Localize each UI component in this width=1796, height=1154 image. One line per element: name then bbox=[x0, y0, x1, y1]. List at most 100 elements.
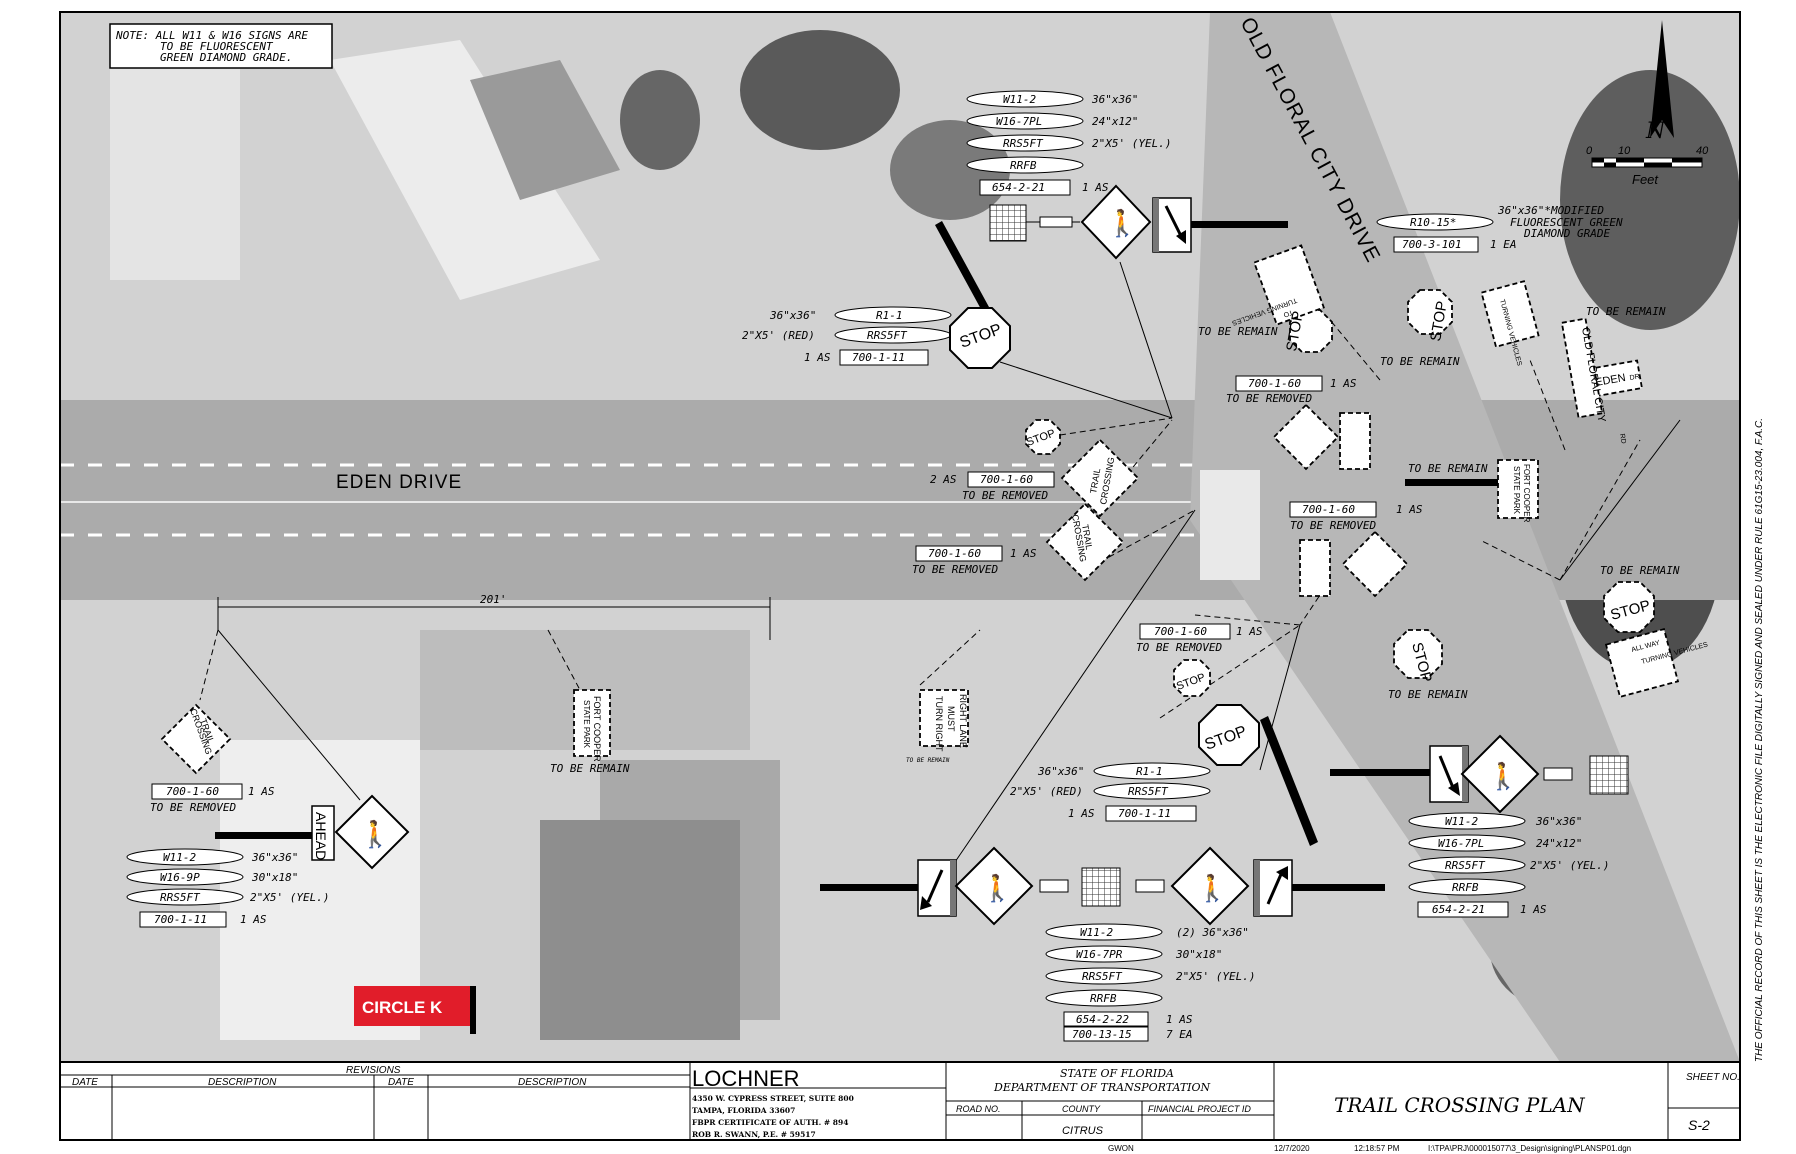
pedestrian-warning-icon bbox=[954, 846, 1034, 926]
dimension-201: 201' bbox=[217, 593, 771, 640]
pedestrian-figure-icon: 🚶 bbox=[1106, 208, 1138, 238]
pedestrian-warning-icon bbox=[1080, 184, 1152, 260]
sign-text: TRAIL bbox=[1080, 524, 1094, 551]
callout-size: 2"X5' (YEL.) bbox=[1176, 970, 1255, 983]
callout-status: TO BE REMOVED bbox=[962, 489, 1048, 502]
sign-assembly-west-ahead: AHEAD 🚶 bbox=[311, 794, 410, 870]
callout-west-ahead: W11-2 W16-9P RRS5FT 700-1-11 36"x36" 30"… bbox=[126, 848, 329, 928]
rrfb-grid-icon bbox=[1081, 867, 1121, 907]
callout-item: R1-1 bbox=[1136, 765, 1163, 778]
sign-text: MUST bbox=[946, 706, 956, 732]
rrfb-grid-icon bbox=[989, 204, 1027, 242]
sign-text: FORT COOPER bbox=[592, 696, 602, 762]
footer-user: GWON bbox=[1108, 1144, 1134, 1153]
callout-status: TO BE REMAIN bbox=[1408, 462, 1488, 475]
stop-sign-nw: STOP bbox=[949, 307, 1011, 369]
callout-item: 700-13-15 bbox=[1072, 1028, 1132, 1041]
sheet-no-heading: SHEET NO. bbox=[1686, 1072, 1740, 1083]
callout-size: 36"x36" bbox=[1535, 815, 1582, 828]
callout-note: 36"x36"*MODIFIED bbox=[1497, 204, 1604, 217]
callout-qty: 1 EA bbox=[1490, 238, 1517, 251]
callout-bottom-center: W11-2 W16-7PR RRS5FT RRFB 654-2-22 700-1… bbox=[1045, 923, 1255, 1042]
sheet-number: S-2 bbox=[1688, 1117, 1710, 1133]
callout-qty: 1 AS bbox=[1330, 377, 1357, 390]
revisions-heading: REVISIONS bbox=[346, 1065, 401, 1076]
callout-status: TO BE REMOVED bbox=[150, 801, 236, 814]
callout-item: RRS5FT bbox=[1128, 785, 1169, 798]
callout-item: 654-2-21 bbox=[992, 181, 1045, 194]
callout-item: RRFB bbox=[1090, 992, 1117, 1005]
callout-note: FLUORESCENT GREEN bbox=[1510, 216, 1623, 229]
street-eden-drive: EDEN DRIVE bbox=[336, 472, 462, 493]
callout-size: 30"x18" bbox=[1175, 948, 1222, 961]
callout-status: TO BE REMAIN bbox=[1198, 325, 1278, 338]
circle-k-logo: CIRCLE K bbox=[354, 986, 476, 1034]
department-heading: DEPARTMENT OF TRANSPORTATION bbox=[993, 1081, 1211, 1094]
sign-text: STATE PARK bbox=[1512, 466, 1521, 515]
sign-text: STOP bbox=[1283, 310, 1307, 353]
north-letter: N bbox=[1645, 119, 1666, 144]
callout-size: 1 AS bbox=[1166, 1013, 1193, 1026]
footer-date: 12/7/2020 bbox=[1274, 1144, 1310, 1153]
callout-item: RRS5FT bbox=[867, 329, 908, 342]
callout-qty: 1 AS bbox=[248, 785, 275, 798]
title-block: REVISIONS DATE DESCRIPTION DATE DESCRIPT… bbox=[59, 1061, 1741, 1141]
callout-item: 654-2-21 bbox=[1432, 903, 1485, 916]
pedestrian-warning-icon bbox=[1460, 734, 1540, 814]
note-line3: GREEN DIAMOND GRADE. bbox=[160, 51, 292, 64]
callout-item: RRFB bbox=[1452, 881, 1479, 894]
rev-date-heading: DATE bbox=[72, 1077, 98, 1088]
callout-top-center: W11-2 W16-7PL RRS5FT RRFB 654-2-21 36"x3… bbox=[966, 90, 1171, 196]
official-record-note: THE OFFICIAL RECORD OF THIS SHEET IS THE… bbox=[1754, 418, 1765, 1062]
county-value: CITRUS bbox=[1062, 1125, 1104, 1137]
callout-qty: 1 AS bbox=[1010, 547, 1037, 560]
callout-item: W11-2 bbox=[163, 851, 196, 864]
road-no-heading: ROAD NO. bbox=[956, 1104, 1001, 1114]
callout-note: DIAMOND GRADE bbox=[1523, 227, 1610, 240]
pedestrian-figure-icon: 🚶 bbox=[1487, 761, 1519, 791]
callout-qty: 1 AS bbox=[804, 351, 831, 364]
callout-size: 2"X5' (RED) bbox=[1010, 785, 1083, 798]
callout-qty: 1 AS bbox=[1396, 503, 1423, 516]
callout-stop-nw: 36"x36" R1-1 2"X5' (RED) RRS5FT 1 AS 700… bbox=[742, 306, 952, 366]
callout-size: 24"x12" bbox=[1092, 115, 1138, 128]
sign-text: TURN RIGHT bbox=[934, 696, 944, 752]
callout-item: R10-15* bbox=[1410, 216, 1456, 229]
firm-address: ROB R. SWANN, P.E. # 59517 bbox=[692, 1130, 816, 1139]
callout-item: 700-1-60 bbox=[166, 785, 219, 798]
dimension-label: 201' bbox=[480, 593, 507, 606]
sign-text: EDEN bbox=[1594, 372, 1626, 389]
callout-size: 2"X5' (YEL.) bbox=[250, 891, 329, 904]
north-arrow: N 0 10 40 Feet bbox=[1586, 20, 1709, 187]
callout-item: RRFB bbox=[1010, 159, 1037, 172]
callout-item: W11-2 bbox=[1080, 926, 1113, 939]
callout-item: 700-1-60 bbox=[1248, 377, 1301, 390]
rev-date-heading: DATE bbox=[388, 1077, 414, 1088]
callout-item: 700-1-11 bbox=[1118, 807, 1171, 820]
callout-item: 700-1-60 bbox=[928, 547, 981, 560]
financial-project-id-heading: FINANCIAL PROJECT ID bbox=[1148, 1104, 1251, 1114]
callout-status: TO BE REMAIN bbox=[1600, 564, 1680, 577]
callout-status: TO BE REMOVED bbox=[912, 563, 998, 576]
callout-remove-group: 2 AS 700-1-60 TO BE REMOVED 700-1-60 1 A… bbox=[150, 305, 1680, 814]
callout-item: 700-1-60 bbox=[980, 473, 1033, 486]
callout-r10-15: R10-15* 700-3-101 1 EA 36"x36"*MODIFIED … bbox=[1376, 204, 1623, 253]
county-heading: COUNTY bbox=[1062, 1104, 1101, 1114]
aerial-background bbox=[60, 12, 1740, 1062]
sign-text: DR bbox=[1629, 373, 1640, 382]
sign-text: STOP bbox=[1427, 300, 1451, 343]
pedestrian-figure-icon: 🚶 bbox=[981, 873, 1013, 903]
callout-bottom-right: W11-2 W16-7PL RRS5FT RRFB 654-2-21 36"x3… bbox=[1408, 812, 1609, 918]
scale-unit: Feet bbox=[1632, 172, 1659, 187]
callout-status: TO BE REMAIN bbox=[550, 762, 630, 775]
existing-signs bbox=[160, 244, 1680, 775]
callout-size: 36"x36" bbox=[1037, 765, 1084, 778]
sign-assembly-top-center: 🚶 bbox=[989, 184, 1192, 260]
stop-sign-south: STOP bbox=[1198, 704, 1260, 766]
firm-name: LOCHNER bbox=[692, 1066, 800, 1091]
callout-item: W16-9P bbox=[160, 871, 200, 884]
callout-size: 2"X5' (YEL.) bbox=[1530, 859, 1609, 872]
callout-status: TO BE REMOVED bbox=[1290, 519, 1376, 532]
callout-item: RRS5FT bbox=[1003, 137, 1044, 150]
callout-status: TO BE REMAIN bbox=[1388, 688, 1468, 701]
